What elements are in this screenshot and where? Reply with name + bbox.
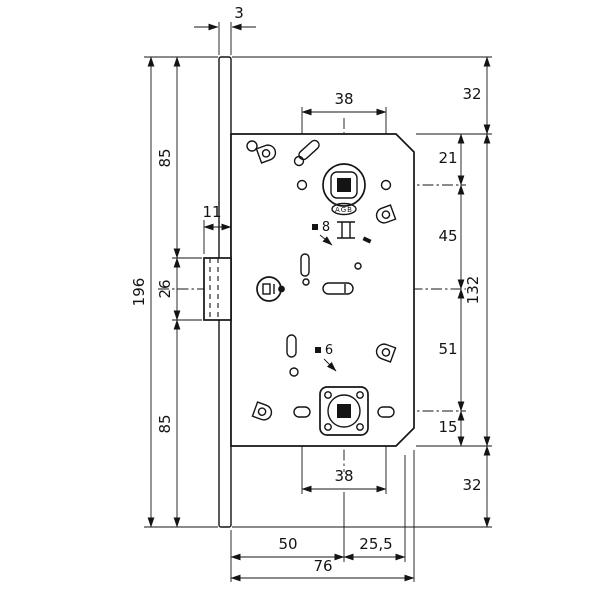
- label-lower-section: 85: [156, 414, 174, 433]
- wc-plate-screw-1: [324, 391, 332, 399]
- label-top-hole-spacing: 38: [334, 90, 353, 108]
- label-offset-top-right: 32: [462, 85, 481, 103]
- fixing-hole-top-right: [380, 179, 392, 191]
- small-lever: [362, 236, 372, 244]
- label-latch-depth: 11: [202, 203, 221, 221]
- label-upper-section: 85: [156, 148, 174, 167]
- label-backset: 50: [278, 535, 297, 553]
- wc-plate-screw-4: [356, 423, 364, 431]
- center-slot: [322, 282, 354, 295]
- fixing-slot-bottom-right: [377, 406, 395, 418]
- label-hub-to-center: 45: [438, 227, 457, 245]
- label-plate-thickness: 3: [234, 4, 244, 22]
- square-symbol-6: [315, 347, 321, 353]
- label-body-depth: 76: [313, 557, 332, 575]
- label-wc-hub-to-bottom: 15: [438, 418, 457, 436]
- wc-plate-screw-2: [356, 391, 364, 399]
- wc-plate-screw-3: [324, 423, 332, 431]
- angled-slot: [298, 139, 320, 161]
- label-hub-to-edge: 25,5: [359, 535, 392, 553]
- top-left-hole: [246, 140, 258, 152]
- latch-follower-detail: [262, 283, 271, 295]
- small-pin: [354, 262, 362, 270]
- brand-logo-text: AGB: [335, 206, 353, 214]
- brand-logo-oval: [331, 202, 357, 216]
- upper-slot: [300, 253, 310, 277]
- dimension-lines: [147, 23, 491, 582]
- angled-slot-hole: [293, 155, 305, 167]
- handle-follower: [330, 171, 358, 199]
- label-plate-height: 196: [130, 278, 148, 307]
- lower-slot: [286, 334, 297, 358]
- lock-assembly: AGB: [203, 56, 415, 528]
- label-offset-bottom-right: 32: [462, 476, 481, 494]
- leader-handle-square: [319, 234, 333, 246]
- latch-follower: [256, 276, 282, 302]
- fixing-hole-top-left: [296, 179, 308, 191]
- handle-square-hole: [337, 178, 351, 192]
- spindle-part: [337, 221, 355, 239]
- label-body-height: 132: [464, 276, 482, 305]
- latch-pivot-pin: [278, 285, 285, 293]
- label-handle-square: 8: [322, 220, 330, 235]
- lower-slot-pin: [289, 367, 299, 377]
- leader-wc-square: [323, 358, 337, 372]
- dimension-labels: 3 38 32 21 45 85 11 26 196 132 51 85 15 …: [130, 4, 482, 575]
- square-symbol-8: [312, 224, 318, 230]
- label-body-top-to-hub: 21: [438, 149, 457, 167]
- label-wc-square: 6: [325, 343, 333, 358]
- label-bottom-hole-spacing: 38: [334, 467, 353, 485]
- label-center-to-wc-hub: 51: [438, 340, 457, 358]
- wc-square-hole: [337, 404, 351, 418]
- fixing-slot-bottom-left: [293, 406, 311, 418]
- upper-slot-pin: [302, 278, 310, 286]
- wc-hub: [327, 394, 361, 428]
- label-latch-height: 26: [156, 279, 174, 298]
